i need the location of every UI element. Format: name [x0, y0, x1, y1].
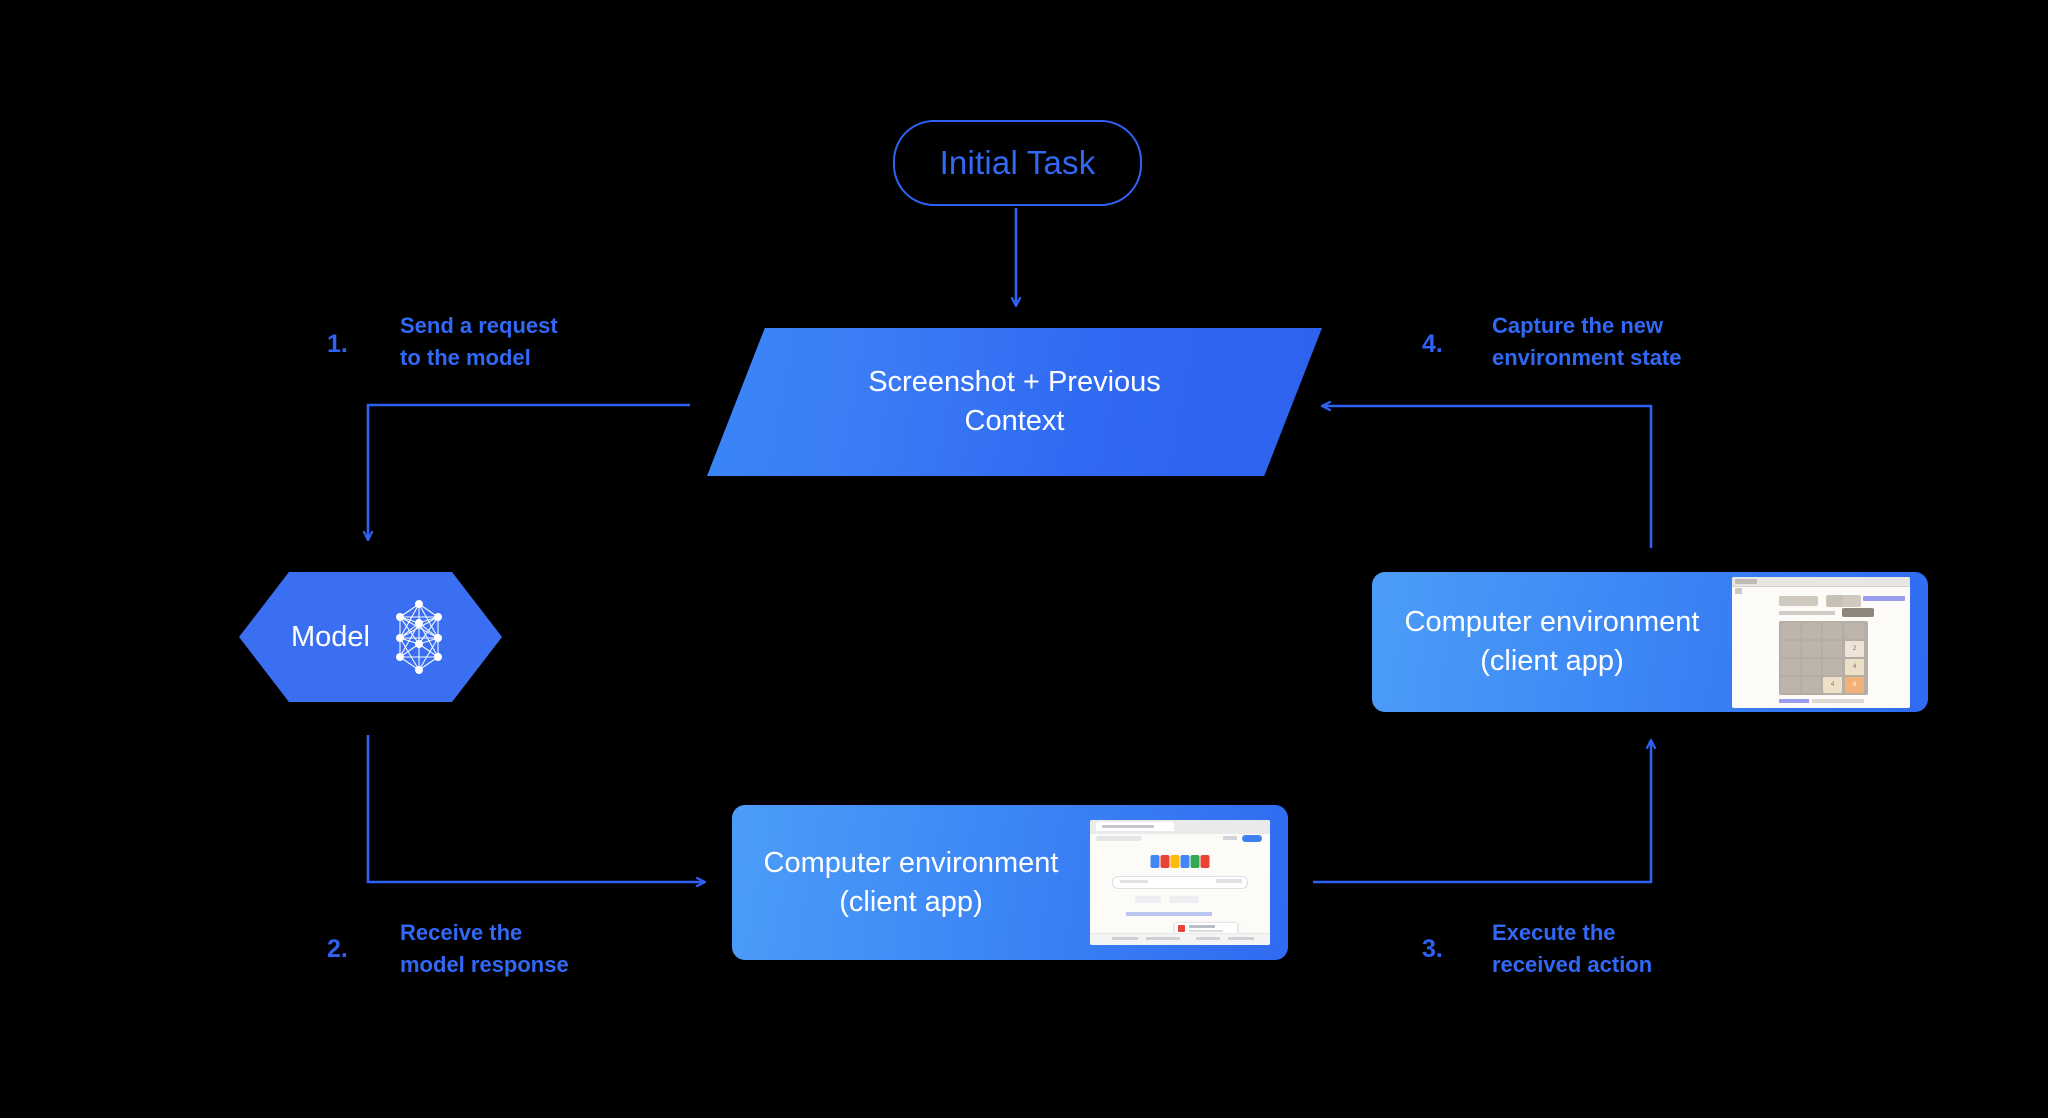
step-2-line2: model response: [400, 951, 569, 977]
google-search-button[interactable]: [1135, 896, 1161, 903]
browser-address-bar: [1096, 836, 1142, 841]
game-tile: 4: [1823, 676, 1842, 693]
game-tile: 8: [1845, 676, 1864, 693]
environment-node-bottom: Computer environment (client app): [732, 805, 1288, 960]
google-dialog-body: [1189, 930, 1223, 932]
step-2-line1: Receive the: [400, 920, 523, 945]
google-search-icons: [1216, 879, 1242, 883]
game-best-box: [1827, 594, 1843, 607]
game-board: 2 4 4 8: [1779, 620, 1868, 695]
initial-task-node: Initial Task: [893, 120, 1142, 206]
thumbnail-2048-game: 2 4 4 8: [1732, 576, 1910, 708]
step-4-line2: environment state: [1492, 344, 1682, 370]
step-1-text: Send a request to the model: [400, 310, 558, 374]
browser-chrome-bar: [1732, 576, 1910, 587]
google-dialog-icon: [1178, 925, 1185, 932]
screenshot-context-node: Screenshot + Previous Context: [707, 328, 1322, 476]
model-label: Model: [291, 620, 370, 653]
arrow-screenshot-to-model: [368, 403, 690, 540]
step-1-number: 1.: [327, 330, 348, 358]
google-logo-icon: [1150, 855, 1210, 868]
game-footer-link: [1779, 698, 1809, 703]
game-header-link: [1863, 595, 1905, 601]
model-node: Model: [239, 572, 502, 702]
thumbnail-google-search: [1090, 820, 1270, 945]
step-4-line1: Capture the new: [1492, 313, 1664, 338]
neural-network-icon: [396, 600, 442, 674]
browser-tab-title: [1102, 825, 1154, 828]
step-1-line1: Send a request: [400, 313, 558, 338]
game-tile: 2: [1845, 640, 1864, 657]
google-lucky-button[interactable]: [1169, 896, 1199, 903]
screenshot-context-line1: Screenshot + Previous: [868, 366, 1161, 399]
step-4-text: Capture the new environment state: [1492, 310, 1682, 374]
screenshot-context-line2: Context: [964, 405, 1065, 437]
arrow-environment-top-to-screenshot: [1322, 406, 1653, 548]
google-footer: [1090, 933, 1270, 945]
browser-tab: [1735, 578, 1757, 584]
google-search-placeholder: [1120, 880, 1148, 883]
environment-bottom-label: Computer environment (client app): [732, 844, 1090, 921]
google-dialog-title: [1189, 925, 1215, 928]
arrow-model-to-environment-bottom: [366, 735, 705, 882]
browser-url-marker: [1735, 587, 1742, 594]
environment-top-line1: Computer environment: [1404, 606, 1700, 639]
step-2-number: 2.: [327, 935, 348, 963]
environment-bottom-line1: Computer environment: [763, 846, 1059, 879]
arrow-environment-bottom-to-top: [1313, 740, 1651, 884]
step-2-text: Receive the model response: [400, 917, 569, 981]
step-4-number: 4.: [1422, 330, 1443, 358]
step-1-line2: to the model: [400, 344, 531, 370]
environment-node-top: Computer environment (client app) 2 4: [1372, 572, 1928, 712]
game-tile: 4: [1845, 658, 1864, 675]
game-footer-text: [1812, 698, 1864, 703]
step-3-line1: Execute the: [1492, 920, 1616, 945]
google-language-links: [1126, 912, 1212, 916]
google-signin-button: [1242, 835, 1262, 842]
screenshot-context-label: Screenshot + Previous Context: [868, 363, 1161, 440]
environment-bottom-line2: (client app): [839, 885, 983, 918]
step-3-line2: received action: [1492, 951, 1653, 977]
initial-task-label: Initial Task: [939, 144, 1096, 181]
step-3-number: 3.: [1422, 935, 1443, 963]
browser-toolbar-icons: [1223, 836, 1237, 840]
game-site-title: [1779, 595, 1818, 606]
step-3-text: Execute the received action: [1492, 917, 1652, 981]
game-subtitle: [1779, 610, 1835, 615]
game-new-game-button: [1842, 607, 1874, 617]
environment-top-label: Computer environment (client app): [1372, 603, 1732, 680]
google-search-input[interactable]: [1112, 876, 1248, 889]
environment-top-line2: (client app): [1480, 645, 1624, 677]
